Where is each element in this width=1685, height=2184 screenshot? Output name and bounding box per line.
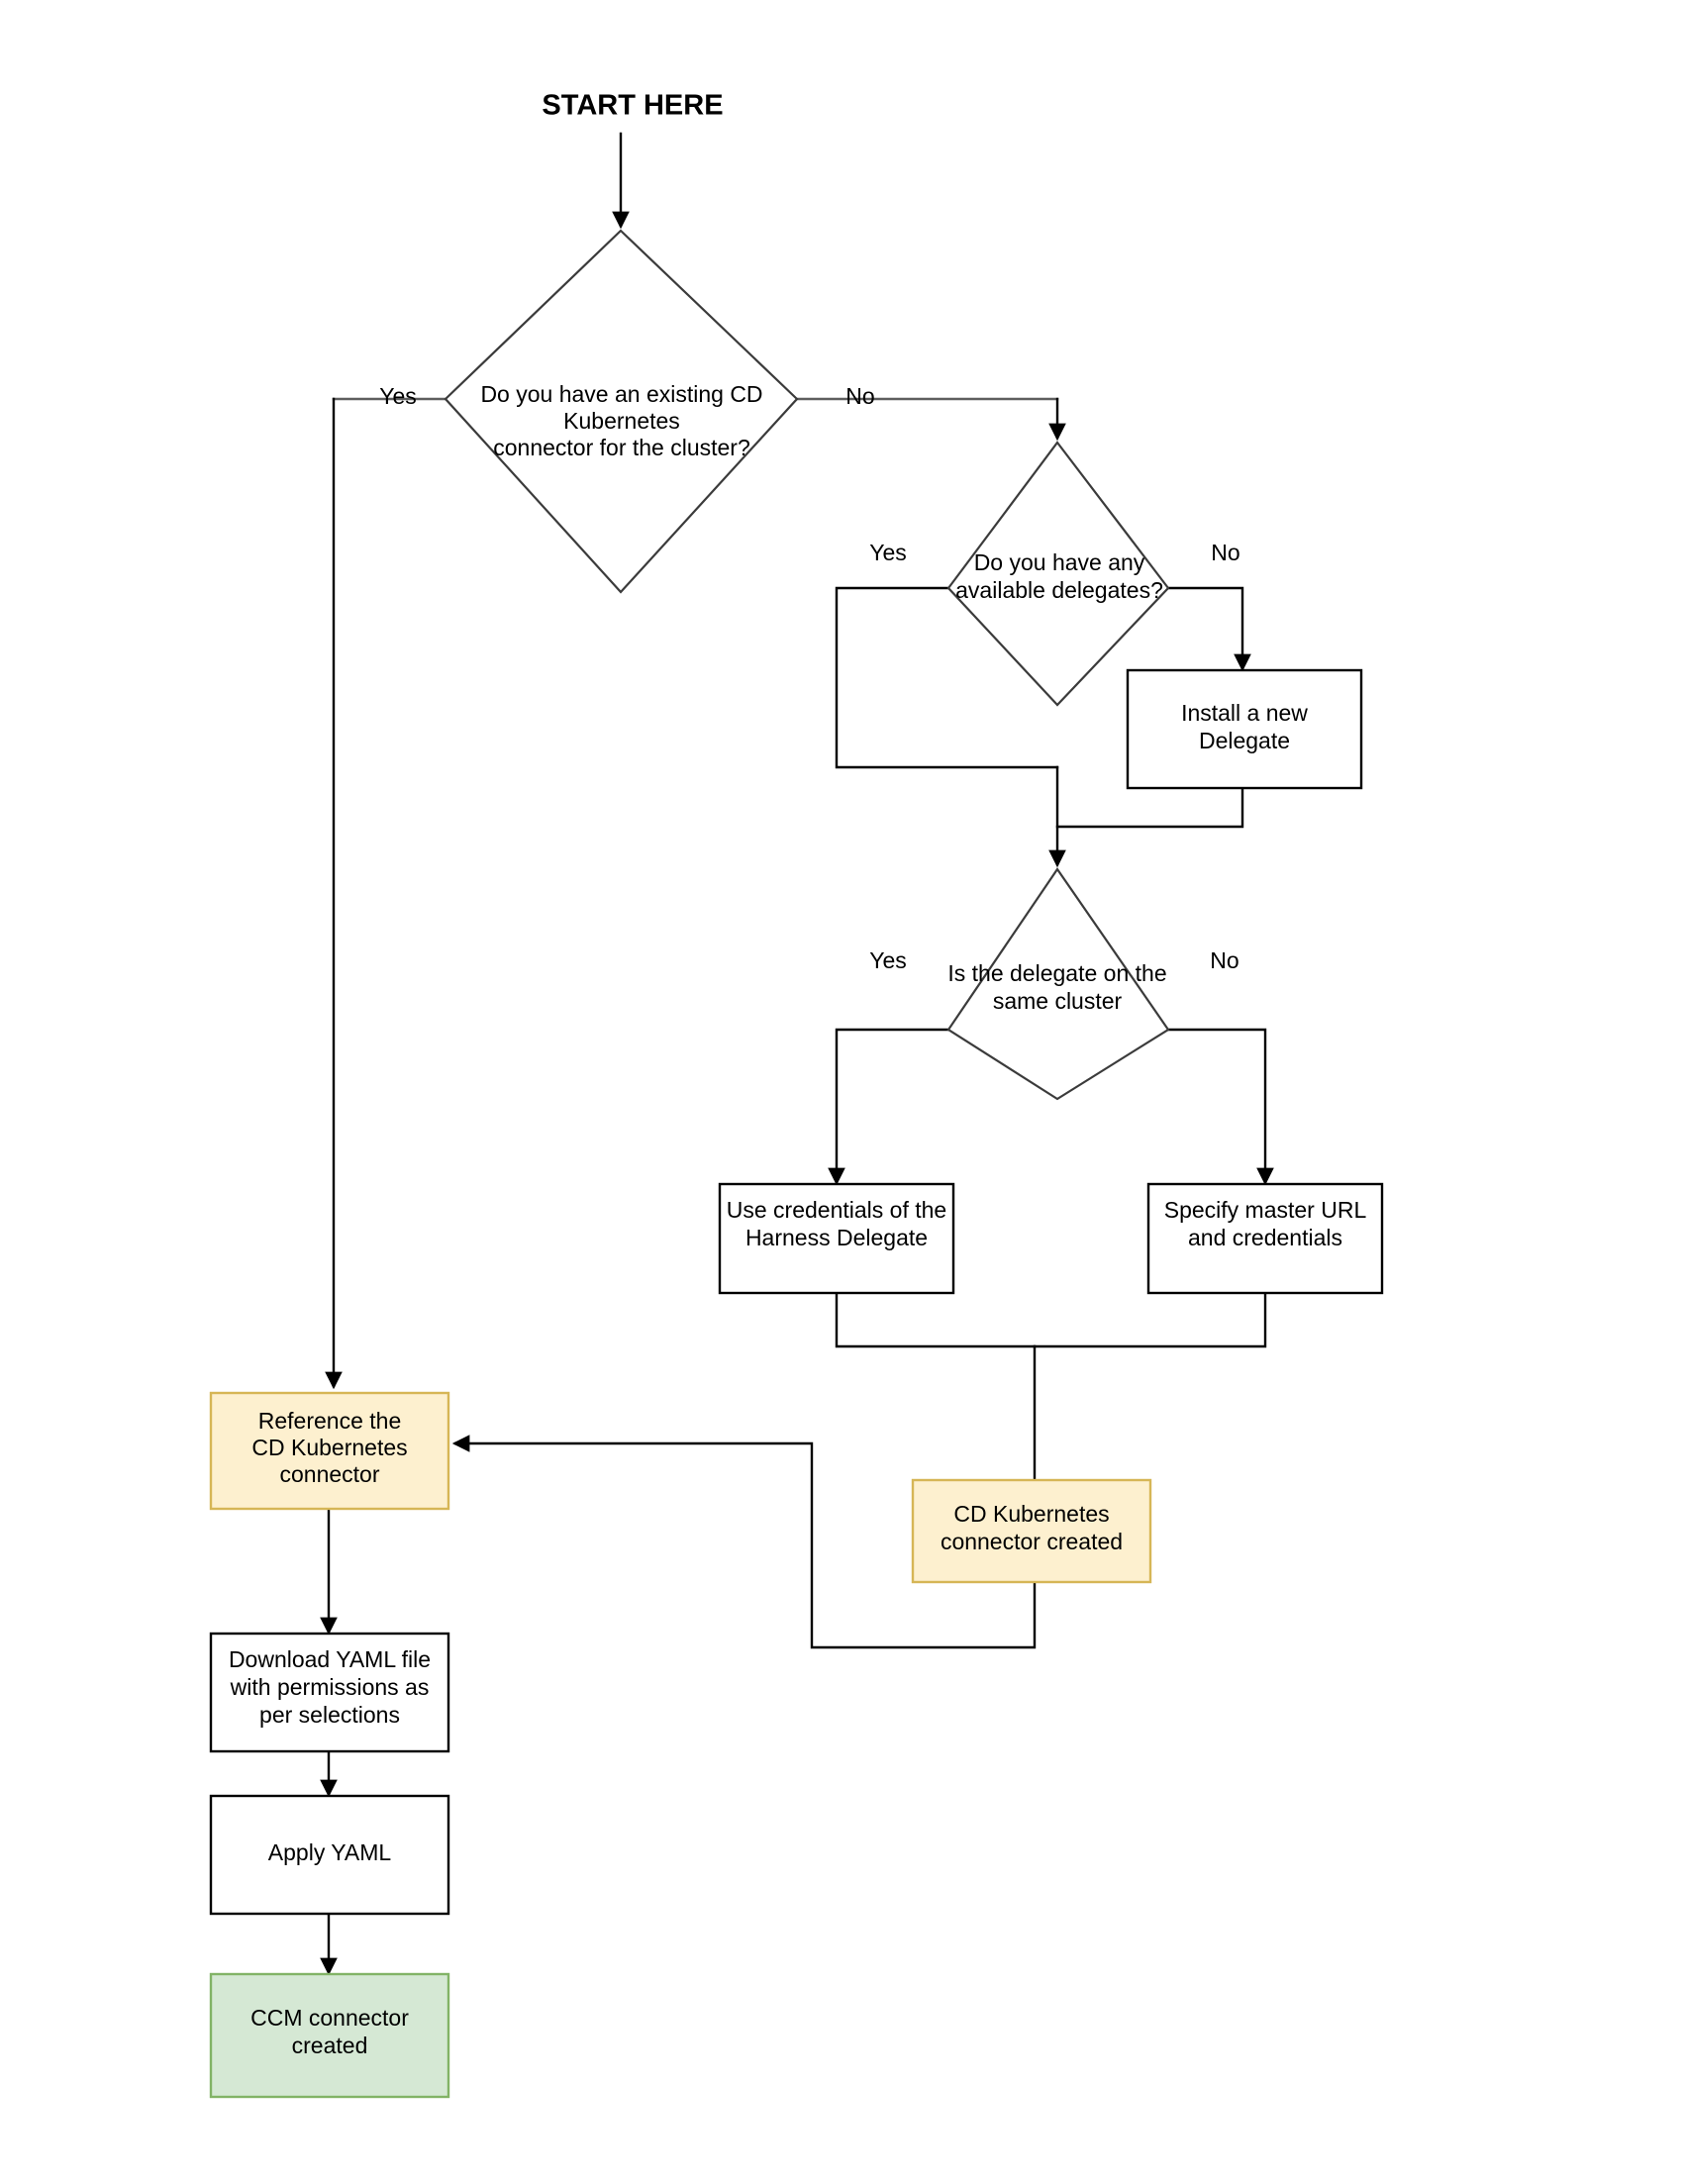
- install-delegate-line1: Install a new: [1181, 700, 1308, 726]
- process-apply-yaml[interactable]: Apply YAML: [209, 1794, 450, 1916]
- download-yaml-line2: with permissions as: [230, 1674, 430, 1700]
- specify-master-url-line2: and credentials: [1188, 1225, 1342, 1250]
- use-credentials-line2: Harness Delegate: [745, 1225, 928, 1250]
- process-reference-cd-connector[interactable]: Reference the CD Kubernetes connector: [209, 1391, 450, 1511]
- decision2-yes-label: Yes: [869, 540, 907, 565]
- ccm-connector-created-line1: CCM connector: [250, 2005, 409, 2031]
- decision3-line1: Is the delegate on the: [947, 960, 1166, 986]
- edge-decision2-no: [1166, 586, 1251, 672]
- edge-decision3-yes: [828, 1028, 950, 1186]
- decision1-diamond: [444, 229, 799, 594]
- decision2-diamond: [946, 441, 1170, 707]
- start-here-label: START HERE: [542, 90, 723, 122]
- process-specify-master-url[interactable]: Specify master URL and credentials: [1146, 1182, 1384, 1295]
- edge-install-to-merge: [1055, 786, 1244, 829]
- decision3-line2: same cluster: [993, 988, 1123, 1014]
- process-download-yaml[interactable]: Download YAML file with permissions as p…: [209, 1632, 450, 1753]
- apply-yaml-box: [209, 1794, 450, 1916]
- decision1-line3: connector for the cluster?: [493, 435, 750, 460]
- ccm-connector-created-line2: created: [292, 2033, 368, 2058]
- decision1-line2: Kubernetes: [563, 408, 680, 434]
- install-delegate-line2: Delegate: [1199, 728, 1290, 753]
- process-ccm-connector-created[interactable]: CCM connector created: [209, 1972, 450, 2099]
- cd-connector-created-line2: connector created: [941, 1529, 1123, 1554]
- download-yaml-line3: per selections: [259, 1702, 400, 1728]
- decision1-no-label: No: [845, 383, 874, 409]
- decision2-line1: Do you have any: [974, 549, 1145, 575]
- decision2-line2: available delegates?: [955, 577, 1163, 603]
- use-credentials-line1: Use credentials of the: [727, 1197, 946, 1223]
- install-delegate-box: [1126, 668, 1363, 790]
- decision-delegate-same-cluster[interactable]: Is the delegate on the same cluster: [946, 867, 1170, 1101]
- decision1-line1: Do you have an existing CD: [480, 381, 762, 407]
- edge-cd-created-to-reference: [451, 1435, 1037, 1649]
- apply-yaml-line1: Apply YAML: [268, 1839, 392, 1865]
- download-yaml-line1: Download YAML file: [229, 1646, 431, 1672]
- reference-connector-line3: connector: [279, 1461, 379, 1487]
- cd-connector-created-line1: CD Kubernetes: [953, 1501, 1109, 1527]
- specify-master-url-line1: Specify master URL: [1164, 1197, 1367, 1223]
- decision3-yes-label: Yes: [869, 947, 907, 973]
- decision-available-delegates[interactable]: Do you have any available delegates?: [946, 441, 1170, 707]
- edge-decision3-no: [1166, 1028, 1274, 1186]
- reference-connector-line2: CD Kubernetes: [251, 1435, 407, 1460]
- download-yaml-box: [209, 1632, 450, 1753]
- process-cd-connector-created[interactable]: CD Kubernetes connector created: [911, 1478, 1152, 1584]
- reference-connector-line1: Reference the: [258, 1408, 401, 1434]
- edge-masterurl-to-merge: [1033, 1290, 1267, 1348]
- process-install-new-delegate[interactable]: Install a new Delegate: [1126, 668, 1363, 790]
- ccm-connector-created-box: [209, 1972, 450, 2099]
- cd-connector-created-box: [911, 1478, 1152, 1584]
- use-credentials-box: [718, 1182, 955, 1295]
- decision3-no-label: No: [1210, 947, 1239, 973]
- edge-decision2-yes: [835, 586, 1059, 769]
- decision1-yes-label: Yes: [379, 383, 417, 409]
- decision2-no-label: No: [1211, 540, 1239, 565]
- reference-connector-box: [209, 1391, 450, 1511]
- process-use-harness-delegate-credentials[interactable]: Use credentials of the Harness Delegate: [718, 1182, 955, 1295]
- decision3-diamond: [946, 867, 1170, 1101]
- decision-existing-cd-connector[interactable]: Do you have an existing CD Kubernetes co…: [444, 229, 799, 594]
- edge-usecreds-to-merge: [835, 1290, 1037, 1348]
- specify-master-url-box: [1146, 1182, 1384, 1295]
